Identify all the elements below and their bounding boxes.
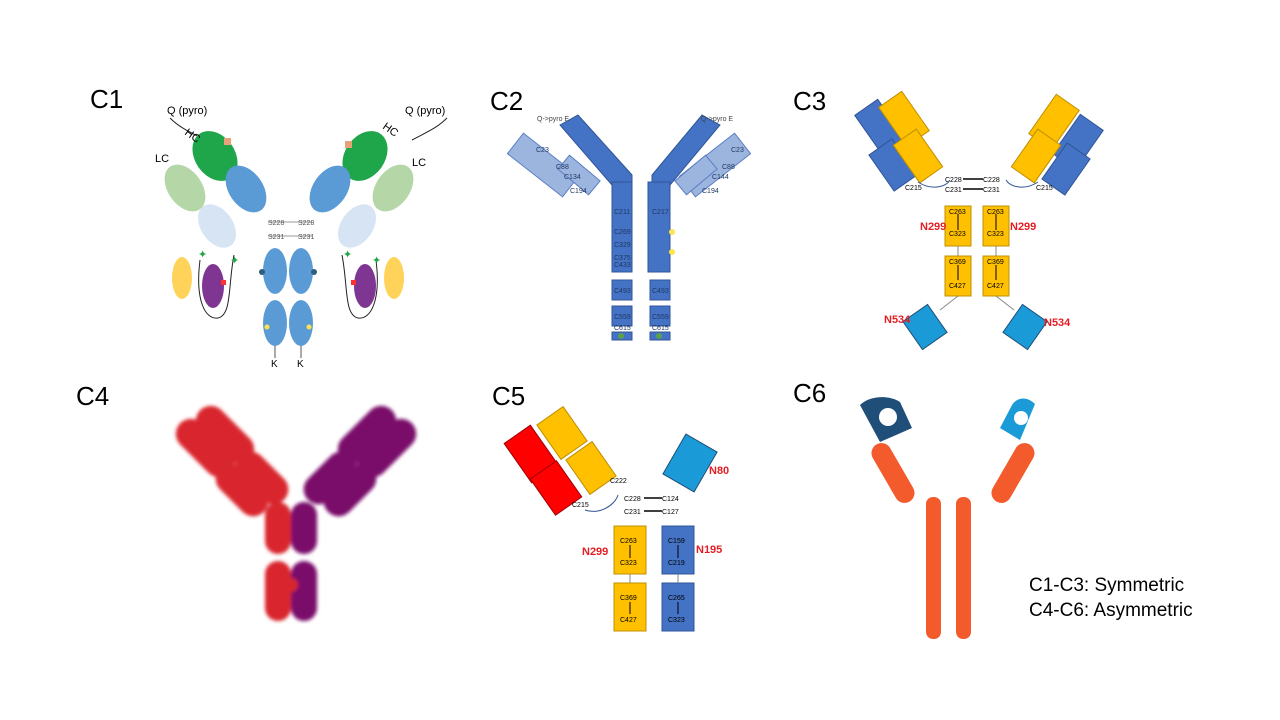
svg-text:C375: C375 [614,255,631,262]
panel-label-c4: C4 [76,381,110,411]
svg-text:C559: C559 [614,314,631,321]
c3-n299-left: N299 [920,221,946,233]
c1-s228-left: S228 [268,220,284,227]
svg-text:C23: C23 [731,147,744,154]
c1-lc-right: LC [412,157,426,169]
svg-text:C269: C269 [614,229,631,236]
svg-text:C263: C263 [949,209,966,216]
svg-text:C493: C493 [614,288,631,295]
svg-text:✦: ✦ [372,255,381,267]
panel-label-c6: C6 [793,378,827,408]
svg-text:C23: C23 [536,147,549,154]
c6-antibody [860,397,1035,639]
panel-label-c2: C2 [490,86,524,116]
c3-c215-right: C215 [1036,185,1053,192]
svg-text:✦: ✦ [230,255,239,267]
panel-label-c5: C5 [492,381,526,411]
svg-text:C263: C263 [620,538,637,545]
note-asymmetric: C4-C6: Asymmetric [1029,600,1193,621]
c1-s228-right: S228 [298,220,314,227]
c1-q-pyro-right: Q (pyro) [405,105,445,117]
c3-n534-left: N534 [884,314,911,326]
c1-antibody: S228 S228 S231 S231 K K ✦ ✦ ✦ ✦ Q (pyro)… [155,105,448,370]
svg-text:C217: C217 [652,209,669,216]
c3-c228-right: C228 [983,177,1000,184]
svg-text:C323: C323 [949,231,966,238]
c5-c215: C215 [572,502,589,509]
c1-q-pyro-left: Q (pyro) [167,105,207,117]
c2-q-pyro-right: Q->pyro E [701,116,733,123]
svg-text:C615: C615 [614,325,631,332]
svg-text:C427: C427 [620,617,637,624]
svg-text:C159: C159 [668,538,685,545]
c5-antibody: N80 C228 C124 C231 C127 C215 C222 C263C3… [503,405,729,632]
svg-text:C144: C144 [712,174,729,181]
c3-c231-left: C231 [945,187,962,194]
c3-c215-left: C215 [905,185,922,192]
svg-text:C493: C493 [652,288,669,295]
svg-text:C369: C369 [949,259,966,266]
svg-text:C134: C134 [564,174,581,181]
c5-c231: C231 [624,509,641,516]
svg-text:C615: C615 [652,325,669,332]
svg-text:C211: C211 [614,209,630,216]
svg-text:C329: C329 [614,242,631,249]
svg-text:C559: C559 [652,314,669,321]
svg-text:C88: C88 [556,164,569,171]
c3-n534-right: N534 [1044,317,1071,329]
c5-n195: N195 [696,544,722,556]
svg-text:C194: C194 [570,188,587,195]
c1-s231-left: S231 [268,234,284,241]
svg-text:C194: C194 [702,188,719,195]
c2-q-pyro-left: Q->pyro E [537,116,569,123]
note-symmetric: C1-C3: Symmetric [1029,575,1185,596]
svg-text:C88: C88 [722,164,735,171]
svg-text:✦: ✦ [343,249,352,261]
svg-text:C323: C323 [620,560,637,567]
c5-c124: C124 [662,496,679,503]
c3-c228-left: C228 [945,177,962,184]
c1-k-right: K [297,359,304,370]
svg-text:C369: C369 [987,259,1004,266]
svg-text:C433: C433 [614,262,631,269]
svg-text:C265: C265 [668,595,685,602]
svg-text:C263: C263 [987,209,1004,216]
svg-text:C427: C427 [949,283,966,290]
c5-c127: C127 [662,509,679,516]
c3-n299-right: N299 [1010,221,1036,233]
svg-text:C323: C323 [987,231,1004,238]
c1-lc-left: LC [155,153,169,165]
c5-n80: N80 [709,465,729,477]
c5-c228: C228 [624,496,641,503]
c4-antibody [175,405,417,621]
svg-text:C219: C219 [668,560,685,567]
panel-label-c1: C1 [90,84,124,114]
svg-text:C323: C323 [668,617,685,624]
svg-text:C369: C369 [620,595,637,602]
c5-c222: C222 [610,478,627,485]
c5-n299: N299 [582,546,608,558]
c1-k-left: K [271,359,278,370]
panel-label-c3: C3 [793,86,827,116]
c3-c231-right: C231 [983,187,1000,194]
svg-text:C427: C427 [987,283,1004,290]
c1-s231-right: S231 [298,234,314,241]
svg-text:✦: ✦ [198,249,207,261]
c2-antibody: Q->pyro E Q->pyro E C211 C269 C329 C375 … [506,114,752,341]
